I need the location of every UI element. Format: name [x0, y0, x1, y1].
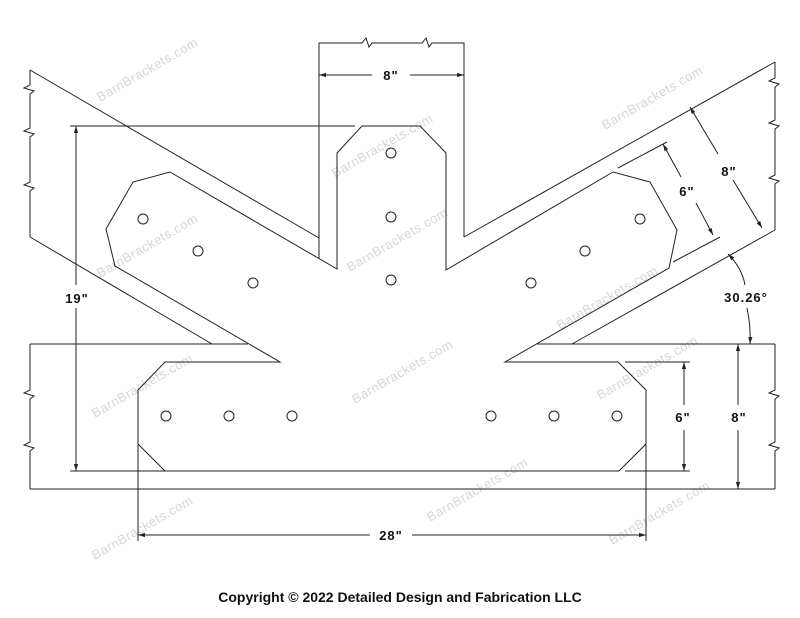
watermark: BarnBrackets.com	[424, 455, 530, 525]
watermark: BarnBrackets.com	[94, 35, 200, 105]
watermark: BarnBrackets.com	[344, 205, 450, 275]
right-rafter	[463, 61, 781, 345]
watermark: BarnBrackets.com	[606, 478, 712, 548]
dimension-overall-height: 19"	[65, 125, 355, 472]
watermark: BarnBrackets.com	[599, 63, 705, 133]
bolt-hole	[634, 213, 646, 225]
watermark: BarnBrackets.com	[89, 493, 195, 563]
watermark: BarnBrackets.com	[554, 263, 660, 333]
copyright-notice: Copyright © 2022 Detailed Design and Fab…	[218, 589, 582, 605]
bolt-hole	[192, 245, 204, 257]
dimension-label: 6"	[679, 184, 694, 199]
left-rafter	[22, 69, 320, 345]
bolt-hole	[385, 211, 397, 223]
bolt-hole	[223, 410, 235, 422]
bolt-hole	[579, 245, 591, 257]
dimension-label: 8"	[383, 68, 398, 83]
dimension-label: 19"	[65, 291, 89, 306]
dimension-overall-width: 28"	[137, 444, 647, 543]
watermarks: BarnBrackets.com BarnBrackets.com BarnBr…	[89, 35, 712, 563]
dimension-label: 28"	[379, 528, 403, 543]
bolt-hole	[247, 277, 259, 289]
bolt-hole	[611, 410, 623, 422]
bolt-hole	[286, 410, 298, 422]
dimension-beam-bracket-width: 6"	[625, 361, 690, 472]
beam	[22, 343, 781, 490]
bolt-hole	[137, 213, 149, 225]
dimension-label: 8"	[731, 410, 746, 425]
dimension-rafter-angle: 30.26°	[724, 253, 768, 345]
bolt-hole	[385, 147, 397, 159]
bolt-hole	[385, 274, 397, 286]
post	[318, 36, 465, 258]
bolt-hole	[525, 277, 537, 289]
dimension-post-width: 8"	[319, 68, 464, 83]
dimension-rafter-bracket-width: 6"	[617, 141, 721, 263]
bolt-hole	[485, 410, 497, 422]
bolt-hole	[160, 410, 172, 422]
bolt-hole	[548, 410, 560, 422]
watermark: BarnBrackets.com	[329, 111, 435, 181]
dimension-label: 8"	[721, 164, 736, 179]
bracket-plate	[105, 125, 678, 472]
dimension-beam-depth: 8"	[731, 344, 746, 489]
dimension-rafter-depth: 8"	[689, 106, 763, 229]
dimension-label: 30.26°	[724, 290, 768, 305]
dimension-label: 6"	[675, 410, 690, 425]
watermark: BarnBrackets.com	[349, 337, 455, 407]
bolt-holes	[137, 147, 646, 422]
